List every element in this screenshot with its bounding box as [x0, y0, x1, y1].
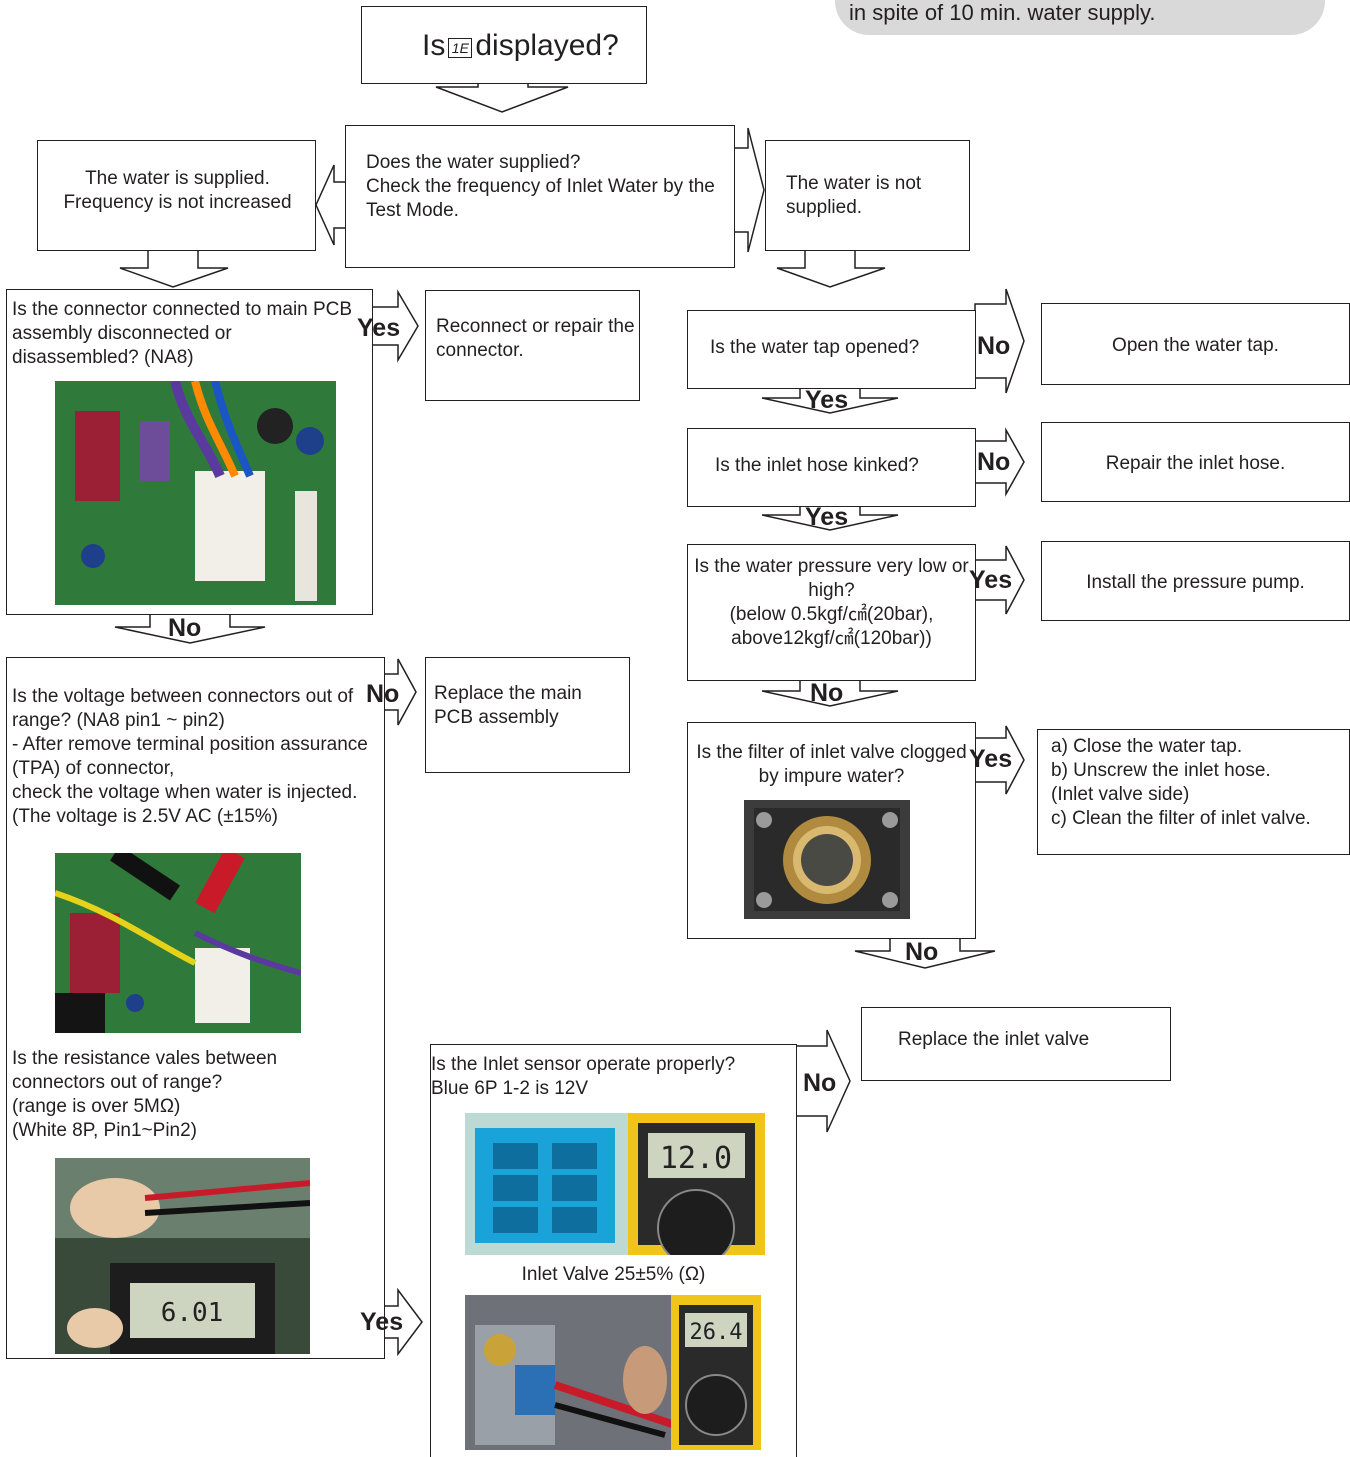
arrow-down-hose	[761, 505, 899, 531]
label-no-pressure: No	[810, 679, 844, 707]
valve-resistance-illustration: 26.4	[465, 1295, 761, 1450]
label-no-filter: No	[905, 938, 939, 966]
error-code-display: 1E	[448, 38, 473, 58]
arrow-down-connector	[114, 613, 266, 644]
label-no-tap: No	[977, 332, 1011, 360]
pcb-connector-photo	[55, 381, 336, 605]
arrow-right-not-supplied	[732, 127, 765, 253]
voltage-probe-illustration	[55, 853, 301, 1033]
replace-valve-text: Replace the inlet valve	[898, 1029, 1090, 1050]
replace-valve-box: Replace the inlet valve	[861, 1007, 1171, 1081]
pressure-question-box: Is the water pressure very low or high? …	[687, 544, 976, 681]
open-tap-text: Open the water tap.	[1112, 335, 1279, 356]
water-supplied-box: The water is supplied. Frequency is not …	[37, 140, 316, 251]
sensor-voltage-photo: 12.0	[465, 1113, 765, 1255]
arrow-right-connector	[371, 289, 419, 363]
label-no-connector: No	[168, 614, 202, 642]
clean-filter-box: a) Close the water tap. b) Unscrew the i…	[1037, 729, 1350, 855]
repair-hose-text: Repair the inlet hose.	[1105, 453, 1286, 474]
arrow-right-sensor	[794, 1029, 851, 1133]
arrow-down-supplied	[119, 249, 229, 288]
condition-note-text: in spite of 10 min. water supply.	[849, 0, 1156, 25]
valve-meter-readout: 26.4	[690, 1320, 743, 1345]
label-yes-pressure: Yes	[969, 566, 1013, 594]
arrow-down-pressure	[761, 679, 899, 707]
condition-note: in spite of 10 min. water supply.	[835, 0, 1325, 35]
arrow-left-supplied	[315, 164, 348, 246]
arrow-right-hose	[974, 427, 1025, 497]
reconnect-text: Reconnect or repair the connector.	[436, 316, 635, 361]
reconnect-box: Reconnect or repair the connector.	[425, 290, 640, 401]
connector-question-box: Is the connector connected to main PCB a…	[6, 289, 373, 615]
arrow-down-tap	[761, 387, 899, 414]
pressure-question-text: Is the water pressure very low or high? …	[694, 556, 969, 649]
inlet-sensor-text: Is the Inlet sensor operate properly? Bl…	[431, 1054, 736, 1099]
label-no-hose: No	[977, 448, 1011, 476]
start-suffix: displayed?	[475, 29, 619, 62]
pcb-connector-illustration	[55, 381, 336, 605]
water-not-supplied-box: The water is not supplied.	[765, 140, 970, 251]
voltage-question-text: Is the voltage between connectors out of…	[12, 686, 368, 827]
resistance-meter-photo: 6.01	[55, 1158, 310, 1354]
sensor-voltage-illustration: 12.0	[465, 1113, 765, 1255]
label-no-sensor: No	[803, 1069, 837, 1097]
arrow-right-tap	[974, 288, 1025, 394]
tap-question-text: Is the water tap opened?	[710, 337, 920, 358]
label-no-voltage: No	[366, 680, 400, 708]
connector-question-text: Is the connector connected to main PCB a…	[12, 299, 353, 368]
sensor-meter-readout: 12.0	[660, 1141, 732, 1176]
voltage-check-box: Is the voltage between connectors out of…	[6, 657, 385, 1359]
check-supply-box: Does the water supplied? Check the frequ…	[345, 125, 735, 268]
check-supply-text: Does the water supplied? Check the frequ…	[366, 152, 715, 221]
repair-hose-box: Repair the inlet hose.	[1041, 422, 1350, 502]
replace-pcb-box: Replace the main PCB assembly	[425, 657, 630, 773]
replace-pcb-text: Replace the main PCB assembly	[434, 683, 582, 728]
resistance-question-text: Is the resistance vales between connecto…	[12, 1048, 278, 1141]
filter-question-box: Is the filter of inlet valve clogged by …	[687, 722, 976, 939]
arrow-right-filter	[974, 725, 1025, 795]
label-yes-filter: Yes	[969, 745, 1013, 773]
install-pump-text: Install the pressure pump.	[1086, 572, 1305, 593]
water-not-supplied-text: The water is not supplied.	[786, 173, 922, 218]
filter-question-text: Is the filter of inlet valve clogged by …	[696, 742, 967, 787]
label-yes-hose: Yes	[805, 503, 849, 531]
water-supplied-text: The water is supplied. Frequency is not …	[63, 168, 292, 213]
inlet-sensor-box: Is the Inlet sensor operate properly? Bl…	[430, 1044, 797, 1457]
arrow-down-filter	[854, 937, 996, 969]
clean-filter-text: a) Close the water tap. b) Unscrew the i…	[1051, 736, 1311, 829]
tap-question-box: Is the water tap opened?	[687, 310, 976, 389]
valve-resistance-text: Inlet Valve 25±5% (Ω)	[521, 1264, 706, 1285]
voltage-probe-photo	[55, 853, 301, 1033]
hose-question-box: Is the inlet hose kinked?	[687, 428, 976, 507]
label-yes-connector: Yes	[357, 314, 401, 342]
resistance-meter-readout: 6.01	[161, 1298, 224, 1328]
start-prefix: Is	[422, 29, 446, 62]
label-yes-tap: Yes	[805, 386, 849, 414]
arrow-right-pressure	[974, 545, 1025, 615]
inlet-filter-photo	[744, 800, 910, 919]
inlet-filter-illustration	[744, 800, 910, 919]
hose-question-text: Is the inlet hose kinked?	[715, 455, 919, 476]
arrow-down-not-supplied	[776, 249, 886, 288]
open-tap-box: Open the water tap.	[1041, 303, 1350, 385]
install-pump-box: Install the pressure pump.	[1041, 541, 1350, 621]
valve-resistance-photo: 26.4	[465, 1295, 761, 1450]
label-yes-resistance: Yes	[360, 1308, 404, 1336]
resistance-meter-illustration: 6.01	[55, 1158, 310, 1354]
